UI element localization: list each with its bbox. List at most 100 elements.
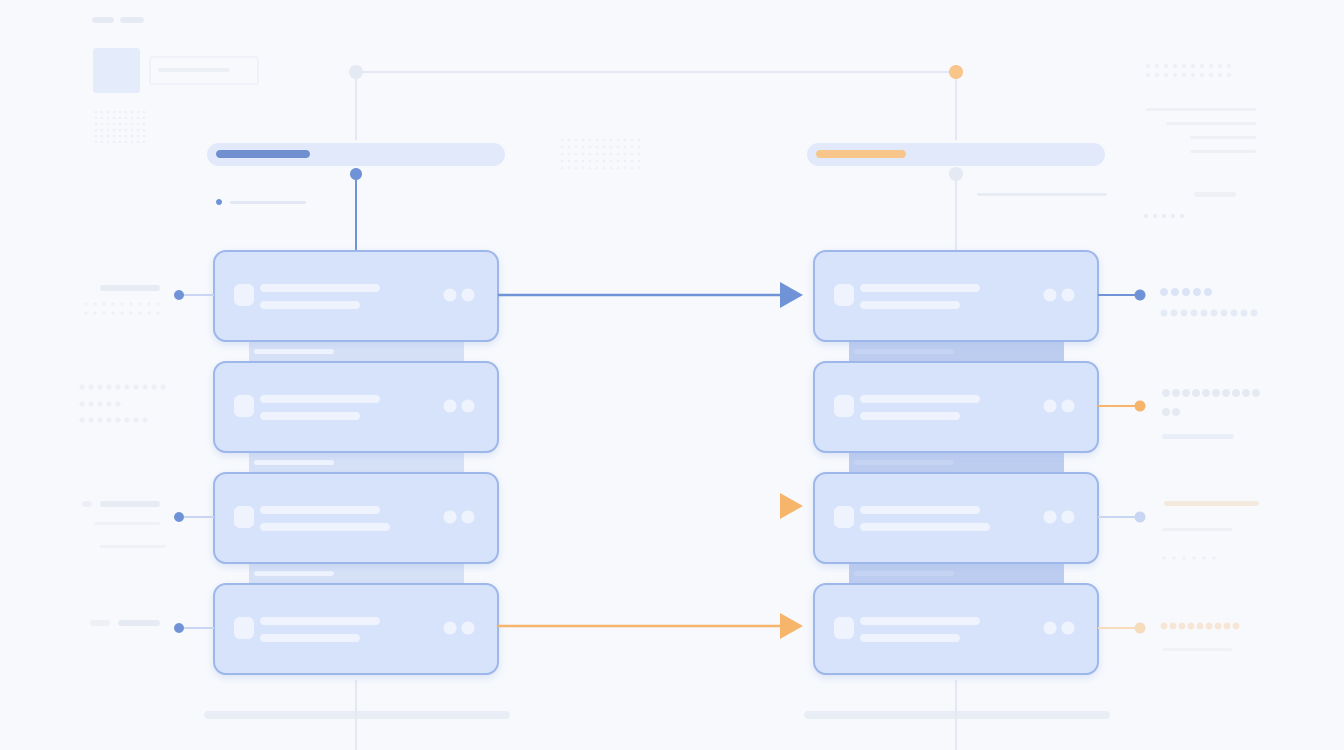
card-separator bbox=[249, 563, 464, 585]
decor-dot-grid bbox=[1160, 309, 1258, 317]
card-avatar-icon bbox=[234, 506, 254, 528]
column-header-pill bbox=[816, 150, 906, 158]
more-dots-icon bbox=[443, 621, 457, 635]
server-card bbox=[213, 472, 499, 564]
card-title-line bbox=[260, 284, 380, 292]
decor-bar bbox=[1146, 108, 1256, 111]
column-header-bar bbox=[807, 143, 1105, 166]
more-dots-icon bbox=[443, 510, 457, 524]
more-dots-icon bbox=[1043, 621, 1057, 635]
separator-label bbox=[854, 349, 954, 354]
arrow-triangle-icon bbox=[780, 613, 803, 639]
card-avatar-icon bbox=[234, 395, 254, 417]
more-dots-icon bbox=[443, 288, 457, 302]
right-server-stack bbox=[807, 143, 1146, 750]
more-dots-icon bbox=[443, 399, 457, 413]
more-dots-icon bbox=[461, 510, 475, 524]
card-subtitle-line bbox=[260, 523, 390, 531]
decor-bar bbox=[100, 501, 160, 507]
decor-bar bbox=[1194, 192, 1236, 197]
server-card bbox=[813, 250, 1099, 342]
card-title-line bbox=[260, 395, 380, 403]
decor-bar bbox=[82, 501, 92, 507]
card-title-line bbox=[860, 617, 980, 625]
more-dots-icon bbox=[1061, 399, 1075, 413]
decor-dot-grid bbox=[560, 138, 641, 170]
server-card bbox=[213, 250, 499, 342]
separator-label bbox=[254, 349, 334, 354]
card-separator bbox=[249, 341, 464, 363]
connection-dot-icon bbox=[174, 290, 184, 300]
decor-dot-grid bbox=[94, 110, 146, 144]
separator-label bbox=[854, 460, 954, 465]
decor-dot-grid bbox=[1162, 556, 1216, 560]
decor-frame bbox=[149, 56, 259, 85]
more-dots-icon bbox=[1043, 399, 1057, 413]
card-subtitle-line bbox=[260, 301, 360, 309]
card-subtitle-line bbox=[860, 412, 960, 420]
decor-bar bbox=[1164, 501, 1259, 506]
more-dots-icon bbox=[1043, 510, 1057, 524]
top-rail bbox=[349, 65, 963, 140]
header-port-dot bbox=[350, 168, 362, 180]
decor-dot-grid bbox=[1160, 288, 1212, 296]
decor-bar bbox=[1190, 136, 1256, 139]
decor-bar bbox=[1162, 528, 1232, 531]
decor-bar bbox=[90, 620, 110, 626]
decor-bar bbox=[94, 522, 160, 525]
decor-bar bbox=[158, 68, 230, 72]
decor-dot-grid bbox=[79, 401, 121, 407]
more-dots-icon bbox=[461, 288, 475, 302]
server-card bbox=[813, 583, 1099, 675]
connection-dot-icon bbox=[1134, 511, 1146, 523]
more-dots-icon bbox=[1043, 288, 1057, 302]
decor-bar bbox=[118, 620, 160, 626]
top-rail-node-left bbox=[349, 65, 363, 79]
left-server-stack bbox=[174, 143, 505, 750]
separator-label bbox=[254, 571, 334, 576]
card-separator bbox=[849, 341, 1064, 363]
column-header-pill bbox=[216, 150, 310, 158]
card-subtitle-line bbox=[260, 412, 360, 420]
header-port-dot bbox=[949, 167, 963, 181]
card-avatar-icon bbox=[834, 506, 854, 528]
card-title-line bbox=[860, 395, 980, 403]
card-subtitle-line bbox=[260, 634, 360, 642]
card-subtitle-line bbox=[860, 634, 960, 642]
decor-dot-grid bbox=[1162, 408, 1180, 416]
more-dots-icon bbox=[461, 621, 475, 635]
server-card bbox=[213, 583, 499, 675]
decor-bar bbox=[100, 285, 160, 291]
server-card bbox=[813, 472, 1099, 564]
card-title-line bbox=[860, 284, 980, 292]
card-avatar-icon bbox=[234, 284, 254, 306]
arrow-triangle-icon bbox=[780, 493, 803, 519]
top-rail-node-right bbox=[949, 65, 963, 79]
decor-bar bbox=[1162, 434, 1234, 439]
decor-dot-grid bbox=[79, 417, 148, 423]
decor-dot-grid bbox=[1145, 63, 1232, 78]
card-avatar-icon bbox=[234, 617, 254, 639]
card-subtitle-line bbox=[860, 301, 960, 309]
server-card bbox=[213, 361, 499, 453]
card-title-line bbox=[860, 506, 980, 514]
more-dots-icon bbox=[461, 399, 475, 413]
connection-dot-icon bbox=[174, 512, 184, 522]
decor-bar bbox=[92, 17, 114, 23]
decor-dot-grid bbox=[1144, 214, 1184, 218]
card-title-line bbox=[260, 617, 380, 625]
more-dots-icon bbox=[1061, 288, 1075, 302]
card-separator bbox=[849, 563, 1064, 585]
connection-dot-icon bbox=[1134, 289, 1146, 301]
card-avatar-icon bbox=[834, 617, 854, 639]
server-card bbox=[813, 361, 1099, 453]
decor-bar bbox=[1190, 150, 1256, 153]
decor-dot-grid bbox=[1162, 389, 1260, 397]
connector-links bbox=[498, 282, 814, 639]
card-separator bbox=[249, 452, 464, 474]
card-avatar-icon bbox=[834, 284, 854, 306]
card-title-line bbox=[260, 506, 380, 514]
more-dots-icon bbox=[1061, 621, 1075, 635]
decor-dot-grid bbox=[1160, 622, 1240, 630]
